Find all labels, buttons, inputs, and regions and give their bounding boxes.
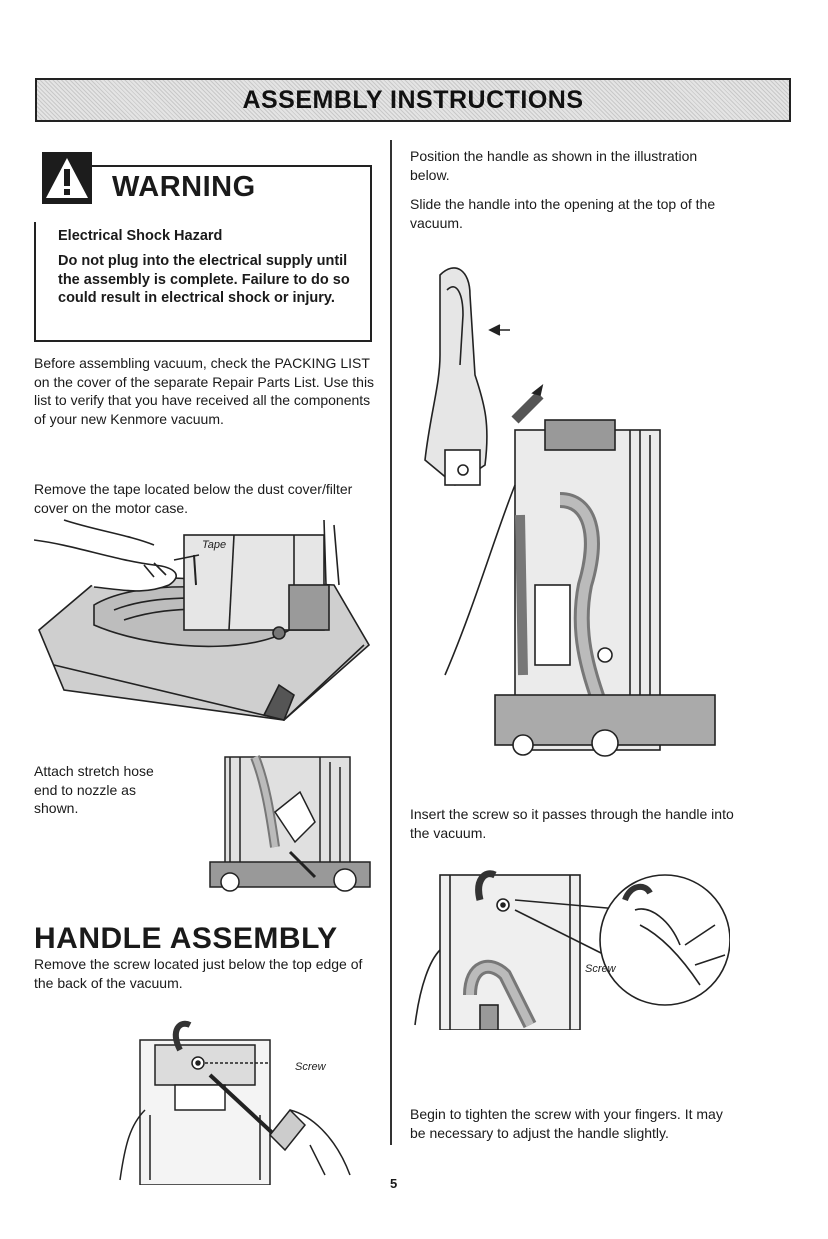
- warning-body: Do not plug into the electrical supply u…: [58, 253, 350, 306]
- page-number: 5: [390, 1176, 398, 1191]
- remove-screw-paragraph: Remove the screw located just below the …: [34, 956, 363, 991]
- handle-assembly-heading: HANDLE ASSEMBLY: [34, 922, 338, 955]
- remove-tape-paragraph: Remove the tape located below the dust c…: [34, 481, 353, 516]
- attach-hose-paragraph: Attach stretch hose end to nozzle as sho…: [34, 763, 154, 816]
- remove-screw-illustration: Screw: [119, 1020, 351, 1185]
- warning-subtitle: Electrical Shock Hazard: [58, 228, 223, 244]
- screw-label-2: Screw: [585, 963, 617, 975]
- warning-title: WARNING: [112, 171, 256, 203]
- handle-slide-illustration: [424, 267, 716, 757]
- insert-screw-illustration: Screw: [414, 870, 730, 1030]
- screw-label-1: Screw: [295, 1061, 327, 1073]
- check-list-paragraph: Before assembling vacuum, check the PACK…: [34, 355, 375, 427]
- position-handle-paragraph: Position the handle as shown in the illu…: [410, 148, 698, 183]
- tighten-screw-paragraph: Begin to tighten the screw with your fin…: [410, 1106, 723, 1141]
- section-banner: ASSEMBLY INSTRUCTIONS: [35, 78, 791, 122]
- slide-handle-paragraph: Slide the handle into the opening at the…: [410, 196, 716, 231]
- insert-screw-paragraph: Insert the screw so it passes through th…: [410, 806, 734, 841]
- hose-attach-illustration: [209, 755, 371, 892]
- tape-label: Tape: [202, 539, 226, 551]
- warning-triangle-icon: [42, 152, 92, 204]
- page-title: ASSEMBLY INSTRUCTIONS: [242, 85, 584, 114]
- column-divider: [390, 140, 392, 1145]
- tape-removal-illustration: Tape: [34, 519, 371, 721]
